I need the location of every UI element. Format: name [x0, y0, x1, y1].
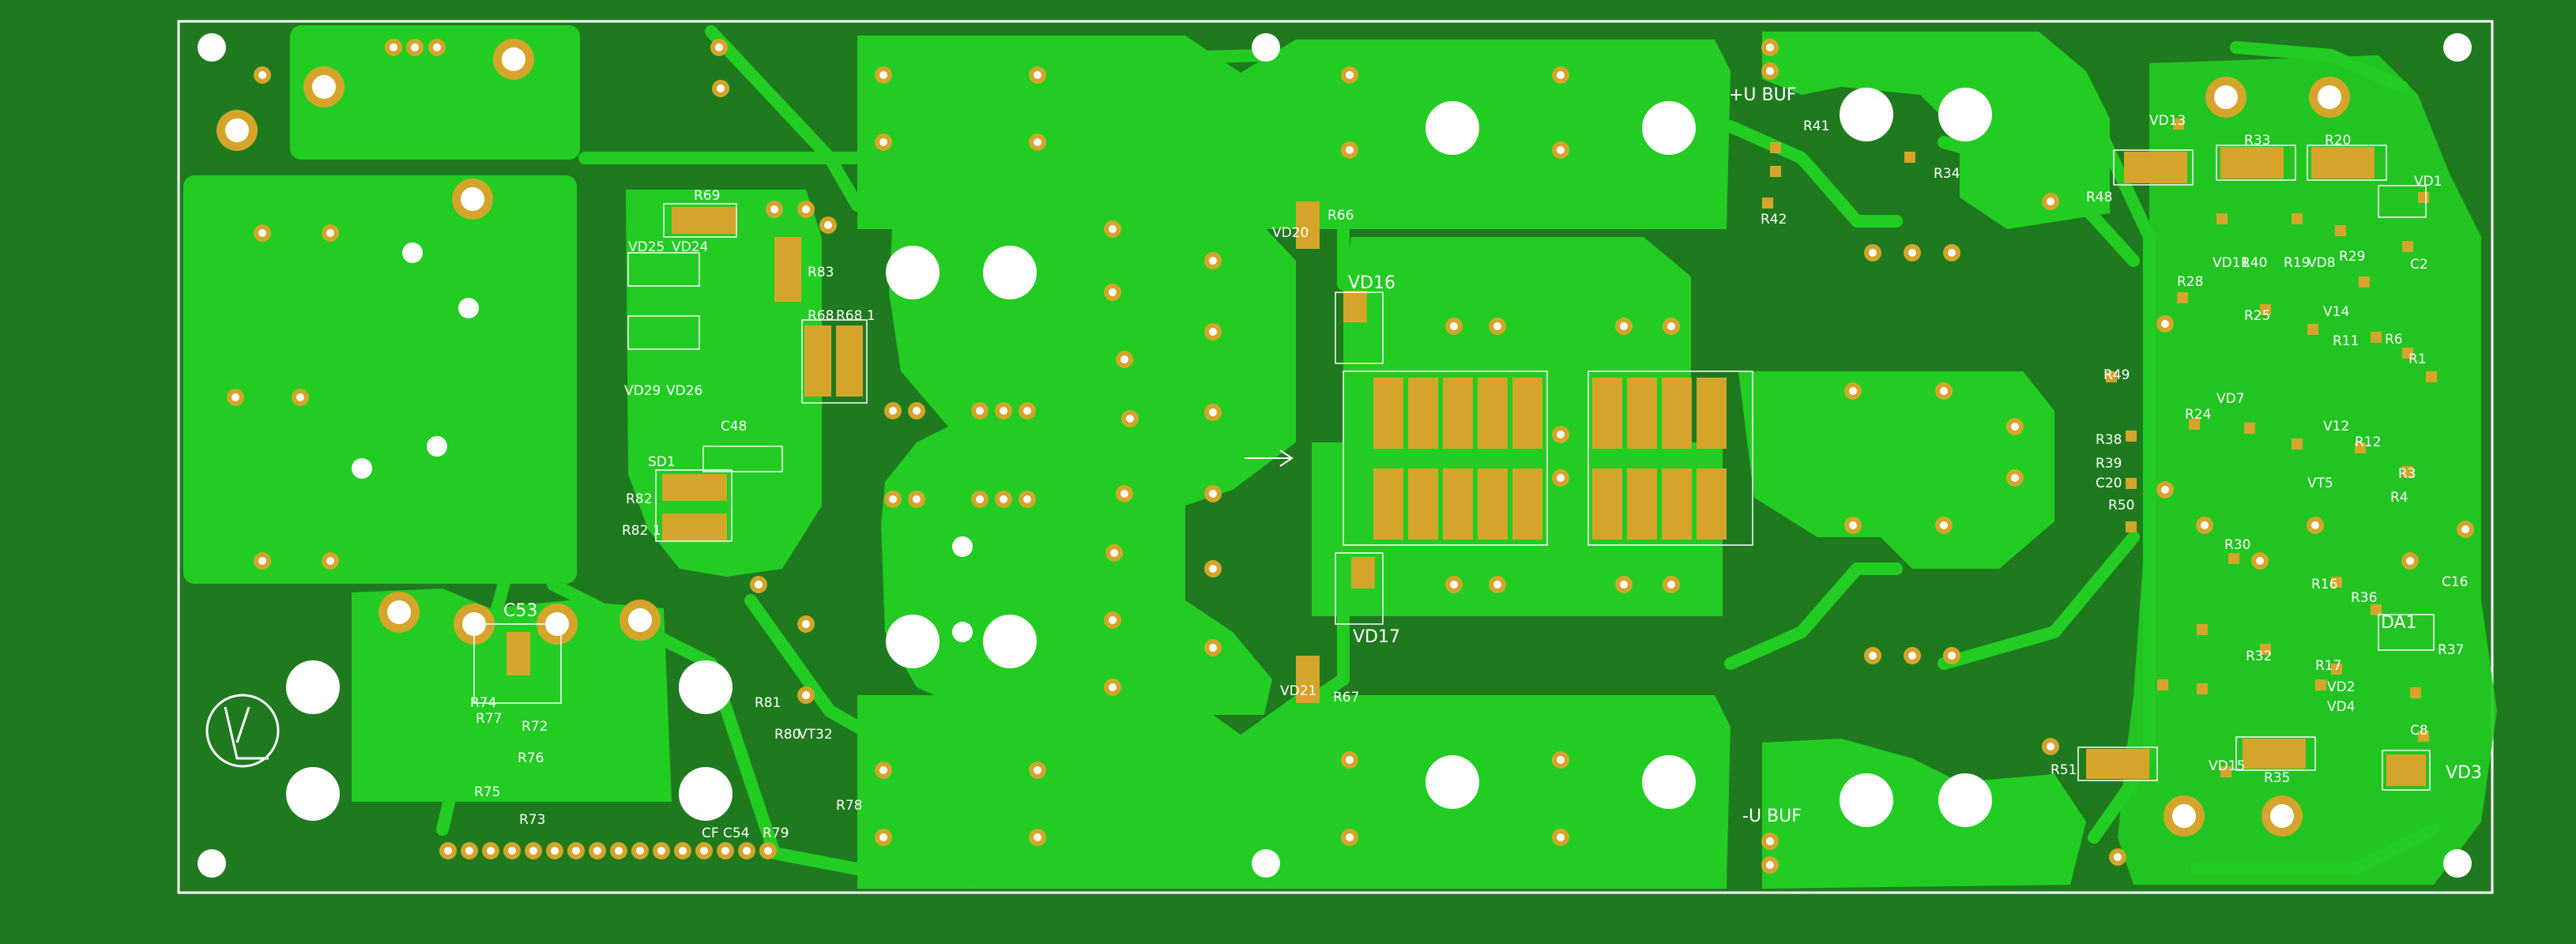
designator: R1: [2408, 352, 2427, 367]
designator: V12: [2323, 419, 2349, 434]
designator: VT32: [798, 727, 833, 743]
resistor-array: [507, 147, 2426, 786]
designator: VD16: [1348, 273, 1395, 293]
designator: R49: [2103, 367, 2130, 383]
designator: R66: [1328, 208, 1354, 224]
designator: VD25: [628, 239, 665, 255]
designator: R42: [1761, 212, 1787, 228]
designator: R6: [2385, 332, 2403, 348]
designator: R73: [519, 812, 545, 828]
designator: R82 1: [622, 523, 661, 539]
power-holes: [198, 33, 2472, 878]
designator: R28: [2177, 274, 2203, 290]
net-label-neg-buf: -U BUF: [1742, 807, 1802, 826]
designator: V14: [2323, 304, 2349, 320]
designator: VD11: [2213, 255, 2249, 271]
designator: R79: [763, 826, 789, 841]
smd-footprints: [1762, 118, 2437, 777]
designator: VD17: [1353, 627, 1400, 647]
designator: VD2: [2327, 679, 2356, 695]
designator: R40: [2241, 255, 2267, 271]
designator: VD24: [672, 239, 708, 255]
designator: VD7: [2216, 391, 2245, 407]
designator: R11: [2333, 333, 2359, 349]
designator: VD4: [2327, 699, 2356, 715]
designator: VD29: [624, 383, 661, 399]
designator: C2: [2410, 257, 2428, 273]
silkscreen-outlines: [473, 145, 2435, 791]
designator: R78: [836, 798, 862, 814]
designator: R37: [2438, 642, 2464, 658]
designator: VD1: [2414, 174, 2442, 190]
designator: CF: [702, 826, 719, 841]
designator: R67: [1333, 690, 1359, 705]
designator: R36: [2351, 590, 2377, 606]
designator: R48: [2086, 190, 2112, 205]
designator: R16: [2311, 577, 2337, 592]
designator: R32: [2246, 649, 2272, 664]
designator-labels: R69 VD25 VD24 R83 VD29 VD26 R68 R68 1 C4…: [470, 113, 2482, 841]
designator: VT5: [2307, 476, 2333, 491]
net-label-pos-buf: +U BUF: [1729, 85, 1796, 105]
designator: C16: [2442, 574, 2469, 590]
designator: R82: [626, 491, 652, 507]
designator: R80: [774, 727, 800, 743]
designator: VD3: [2446, 763, 2482, 783]
designator: R19: [2284, 255, 2310, 271]
designator: R29: [2339, 249, 2365, 265]
designator: R38: [2096, 432, 2122, 448]
designator: R20: [2325, 133, 2351, 149]
designator: C48: [721, 419, 748, 434]
designator: R77: [476, 711, 502, 727]
designator: R83: [808, 265, 834, 280]
designator: R35: [2264, 770, 2290, 786]
designator: R3: [2398, 466, 2416, 482]
designator: DA1: [2381, 613, 2417, 633]
designator: R17: [2315, 658, 2341, 674]
designator: R4: [2390, 490, 2408, 506]
designator: R41: [1803, 118, 1829, 134]
traces: [436, 25, 2440, 883]
designator: C8: [2410, 723, 2428, 739]
designator: VD8: [2307, 255, 2336, 271]
designator: VD15: [2209, 758, 2245, 774]
designator: C54: [723, 826, 750, 841]
designator: R68 1: [836, 308, 876, 324]
designator: R50: [2108, 498, 2134, 513]
designator: C53: [503, 601, 537, 621]
designator: R68: [808, 308, 834, 324]
designator: R75: [474, 784, 500, 800]
designator: R51: [2051, 762, 2077, 778]
designator: VD13: [2149, 113, 2186, 129]
designator: R34: [1934, 166, 1960, 182]
designator: R76: [518, 750, 544, 766]
designator: R69: [694, 188, 720, 204]
designator: R72: [522, 719, 548, 735]
designator: R24: [2185, 407, 2211, 423]
arrow-icon: [1245, 449, 1294, 467]
designator: VD20: [1272, 225, 1309, 241]
designator: SD1: [648, 454, 676, 470]
designator: R30: [2224, 537, 2250, 553]
board-outline: [177, 20, 2494, 894]
designator: R33: [2244, 133, 2270, 149]
designator: R74: [470, 695, 496, 711]
designator: R81: [755, 695, 781, 711]
designator: R12: [2355, 434, 2381, 450]
designator: VD21: [1280, 683, 1316, 699]
designator: C20: [2096, 476, 2122, 491]
designator: R39: [2096, 456, 2122, 472]
designator: R25: [2244, 308, 2270, 324]
maker-logo: [205, 694, 280, 768]
designator: VD26: [666, 383, 702, 399]
